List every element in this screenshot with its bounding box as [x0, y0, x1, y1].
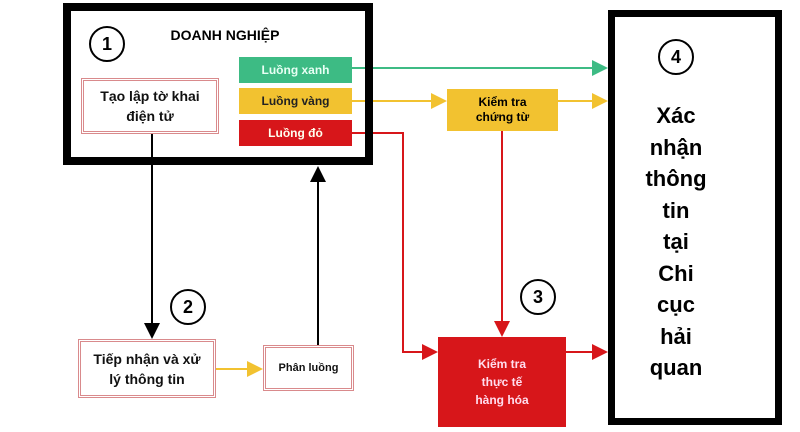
confirmation-box	[608, 10, 782, 425]
lane-yellow: Luồng vàng	[239, 88, 352, 114]
lane-red: Luồng đỏ	[239, 120, 352, 146]
confirmation-text: Xác nhận thông tin tại Chi cục hải quan	[645, 103, 707, 380]
enterprise-box	[63, 3, 373, 165]
step-3-badge: 3	[520, 279, 556, 315]
create-declaration-box: Tạo lập tờ khai điện tử	[81, 78, 219, 134]
red-arrow-to-physical	[352, 132, 438, 360]
document-check-box: Kiểm tra chứng từ	[447, 89, 558, 131]
enterprise-title: DOANH NGHIỆP	[170, 27, 280, 43]
step-1-badge: 1	[89, 26, 125, 62]
step-4-badge: 4	[658, 39, 694, 75]
physical-check-box: Kiểm tra thực tế hàng hóa	[438, 337, 566, 427]
receive-process-box: Tiếp nhận và xử lý thông tin	[78, 339, 216, 398]
lane-green: Luồng xanh	[239, 57, 352, 83]
classify-box: Phân luồng	[263, 345, 354, 391]
step-2-badge: 2	[170, 289, 206, 325]
